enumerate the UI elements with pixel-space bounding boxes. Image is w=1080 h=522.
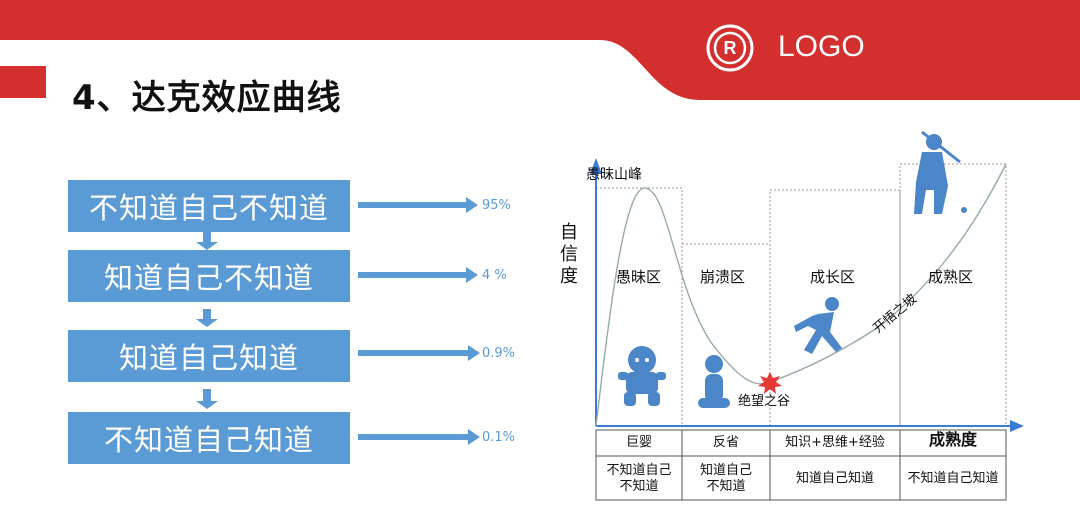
- baby-icon: [618, 346, 666, 406]
- desc-cell-1: 不知道自己 不知道: [606, 463, 672, 494]
- desc-cell-2: 知道自己 不知道: [699, 463, 752, 494]
- desc-cell-3: 知道自己知道: [795, 471, 874, 486]
- flow-step-2: 知道自己不知道: [68, 250, 350, 302]
- flow-arrows: [196, 197, 480, 445]
- zone-name-1: 愚昧区: [616, 268, 662, 286]
- flow-step-1: 不知道自己不知道: [68, 180, 350, 232]
- flow-percent-4: 0.1%: [482, 430, 516, 445]
- curve-svg: [590, 130, 1024, 501]
- sitting-person-icon: [698, 355, 730, 408]
- flow-percent-3: 0.9%: [482, 346, 516, 361]
- page-title: 4、达克效应曲线: [72, 78, 342, 118]
- logo-text: LOGO: [778, 30, 865, 63]
- peak-label: 愚昧山峰: [586, 167, 642, 183]
- x-axis-label: 成熟度: [928, 430, 977, 449]
- valley-label: 绝望之谷: [738, 394, 791, 409]
- zone-name-3: 成长区: [810, 268, 856, 286]
- flow-step-4: 不知道自己知道: [68, 412, 350, 464]
- zone-name-2: 崩溃区: [700, 268, 746, 286]
- svg-text:R: R: [724, 38, 737, 58]
- logo-icon: R: [706, 24, 754, 72]
- stage-cell-2: 反省: [712, 435, 739, 450]
- zone-name-4: 成熟区: [928, 268, 974, 286]
- dunning-kruger-diagram: 自信度 愚昧山峰 愚昧区 崩溃区 成长区 成熟区 绝望之谷 开悟之坡 巨婴 反省…: [550, 126, 1044, 504]
- flow-step-3: 知道自己知道: [68, 330, 350, 382]
- y-axis-label: 自信度: [560, 222, 578, 287]
- desc-cell-4: 不知道自己知道: [907, 471, 999, 486]
- flow-panel: 不知道自己不知道 知道自己不知道 知道自己知道 不知道自己知道 95% 4 % …: [46, 172, 540, 480]
- flow-percent-1: 95%: [482, 198, 511, 213]
- flow-percent-2: 4 %: [482, 268, 507, 283]
- running-person-icon: [794, 297, 842, 354]
- golfer-icon: [914, 130, 967, 214]
- burst-icon: [758, 372, 782, 394]
- stage-cell-1: 巨婴: [625, 435, 652, 450]
- stage-cell-3: 知识+思维+经验: [785, 435, 885, 450]
